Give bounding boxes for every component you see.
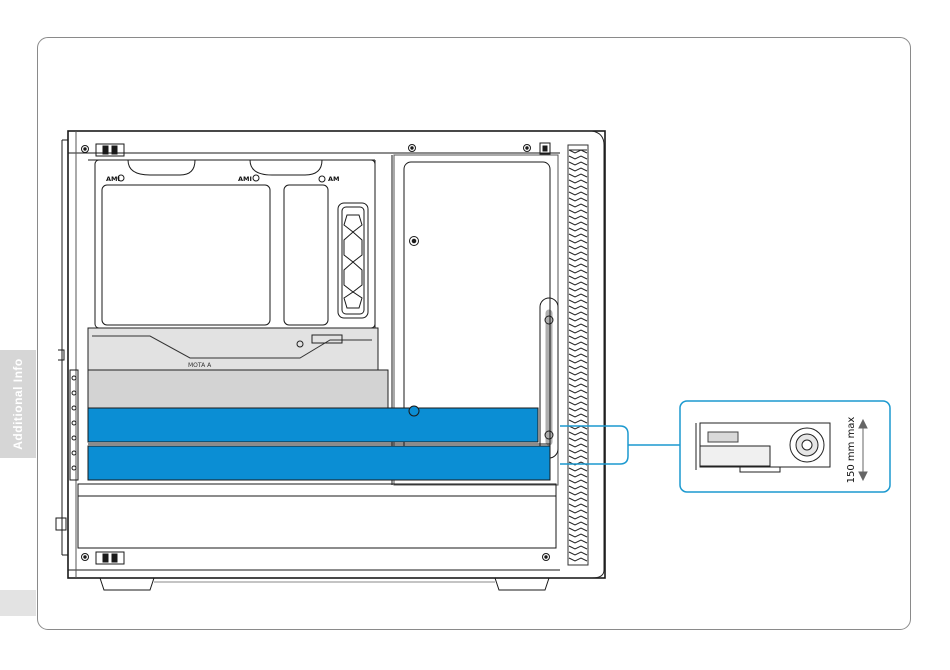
vent-slat — [569, 276, 587, 279]
gpu-thumbnail — [696, 423, 830, 472]
drive-cage — [95, 160, 375, 345]
vent-slat — [569, 186, 587, 189]
vent-slat — [569, 210, 587, 213]
vent-slat — [569, 246, 587, 249]
vent-slat — [569, 438, 587, 441]
vent-slat — [569, 300, 587, 303]
vent-slat — [569, 234, 587, 237]
vent-slat — [569, 558, 587, 561]
vent-slat — [569, 366, 587, 369]
vent-slat — [569, 162, 587, 165]
vent-slat — [569, 264, 587, 267]
vent-slat — [569, 360, 587, 363]
front-fan-bracket — [540, 298, 558, 458]
vent-slat — [569, 240, 587, 243]
vent-slat — [569, 228, 587, 231]
vent-slat — [569, 528, 587, 531]
vent-slat — [569, 396, 587, 399]
vent-slat — [569, 456, 587, 459]
vent-slat — [569, 498, 587, 501]
case-feet — [100, 578, 549, 590]
vent-slat — [569, 156, 587, 159]
vent-slat — [569, 552, 587, 555]
vent-slat — [569, 480, 587, 483]
vent-slat — [569, 318, 587, 321]
vent-slat — [569, 468, 587, 471]
vent-slat — [569, 522, 587, 525]
vent-slat — [569, 342, 587, 345]
vent-slat — [569, 270, 587, 273]
gpu-callout: 150 mm max — [680, 401, 890, 492]
fan-label-1: AMI — [106, 175, 120, 183]
vent-slat — [569, 390, 587, 393]
bottom-compartment — [78, 484, 556, 564]
fan-labels: AMI AMI AM — [106, 175, 340, 183]
vent-slat — [569, 192, 587, 195]
vent-slat — [569, 474, 587, 477]
gpu-slot-upper — [88, 408, 538, 442]
pcb-marking: MOTA A — [188, 362, 212, 369]
vent-slat — [569, 324, 587, 327]
vent-slat — [569, 510, 587, 513]
vent-slat — [569, 546, 587, 549]
vent-slat — [569, 180, 587, 183]
vent-slat — [569, 288, 587, 291]
vent-slat — [569, 408, 587, 411]
vent-slat — [569, 198, 587, 201]
hex-grille — [338, 203, 368, 318]
vent-slat — [569, 252, 587, 255]
top-rail — [82, 143, 551, 160]
fan-label-2: AMI — [238, 175, 252, 183]
vent-slat — [569, 306, 587, 309]
vent-slat — [569, 414, 587, 417]
front-vents — [560, 131, 604, 578]
vent-slat — [569, 216, 587, 219]
vent-slat — [569, 174, 587, 177]
vent-slat — [569, 378, 587, 381]
vent-slat — [569, 450, 587, 453]
vent-slat — [569, 372, 587, 375]
vent-slat — [569, 312, 587, 315]
highlighted-gpu-slots — [88, 406, 550, 480]
gpu-slot-lower — [88, 446, 550, 480]
vent-slat — [569, 204, 587, 207]
vent-slat — [569, 384, 587, 387]
vent-slat — [569, 420, 587, 423]
vent-slat — [569, 354, 587, 357]
installed-gpu: MOTA A — [88, 328, 388, 408]
vent-slat — [569, 540, 587, 543]
vent-slat — [569, 282, 587, 285]
vent-slat — [569, 330, 587, 333]
vent-slat — [569, 168, 587, 171]
left-trim — [56, 350, 78, 530]
vent-slat — [569, 222, 587, 225]
vent-slat — [569, 534, 587, 537]
vent-slat — [569, 444, 587, 447]
max-height-label: 150 mm max — [846, 417, 857, 484]
fan-label-3: AM — [328, 175, 340, 183]
vent-slat — [569, 402, 587, 405]
vent-slat — [569, 258, 587, 261]
vent-slat — [569, 486, 587, 489]
vent-slat — [569, 336, 587, 339]
vent-slat — [569, 492, 587, 495]
vent-slat — [569, 432, 587, 435]
vent-slat — [569, 516, 587, 519]
vent-slat — [569, 294, 587, 297]
vent-slat — [569, 504, 587, 507]
vent-slat — [569, 348, 587, 351]
